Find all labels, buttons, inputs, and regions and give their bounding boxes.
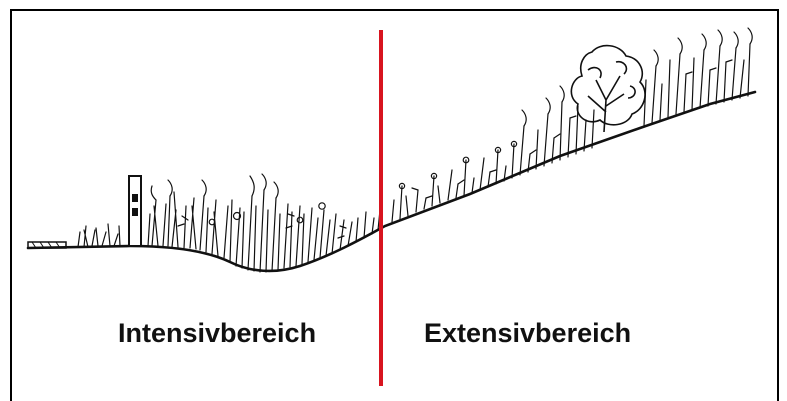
marker-post-icon [128, 175, 142, 247]
ground-line [26, 90, 757, 273]
grass-vegetation-left [77, 173, 381, 273]
diagram-frame [10, 9, 779, 401]
intensive-zone-label: Intensivbereich [118, 318, 317, 348]
tree-icon [570, 44, 646, 133]
extensive-zone-label: Extensivbereich [424, 318, 632, 348]
grass-vegetation-right [391, 27, 753, 223]
